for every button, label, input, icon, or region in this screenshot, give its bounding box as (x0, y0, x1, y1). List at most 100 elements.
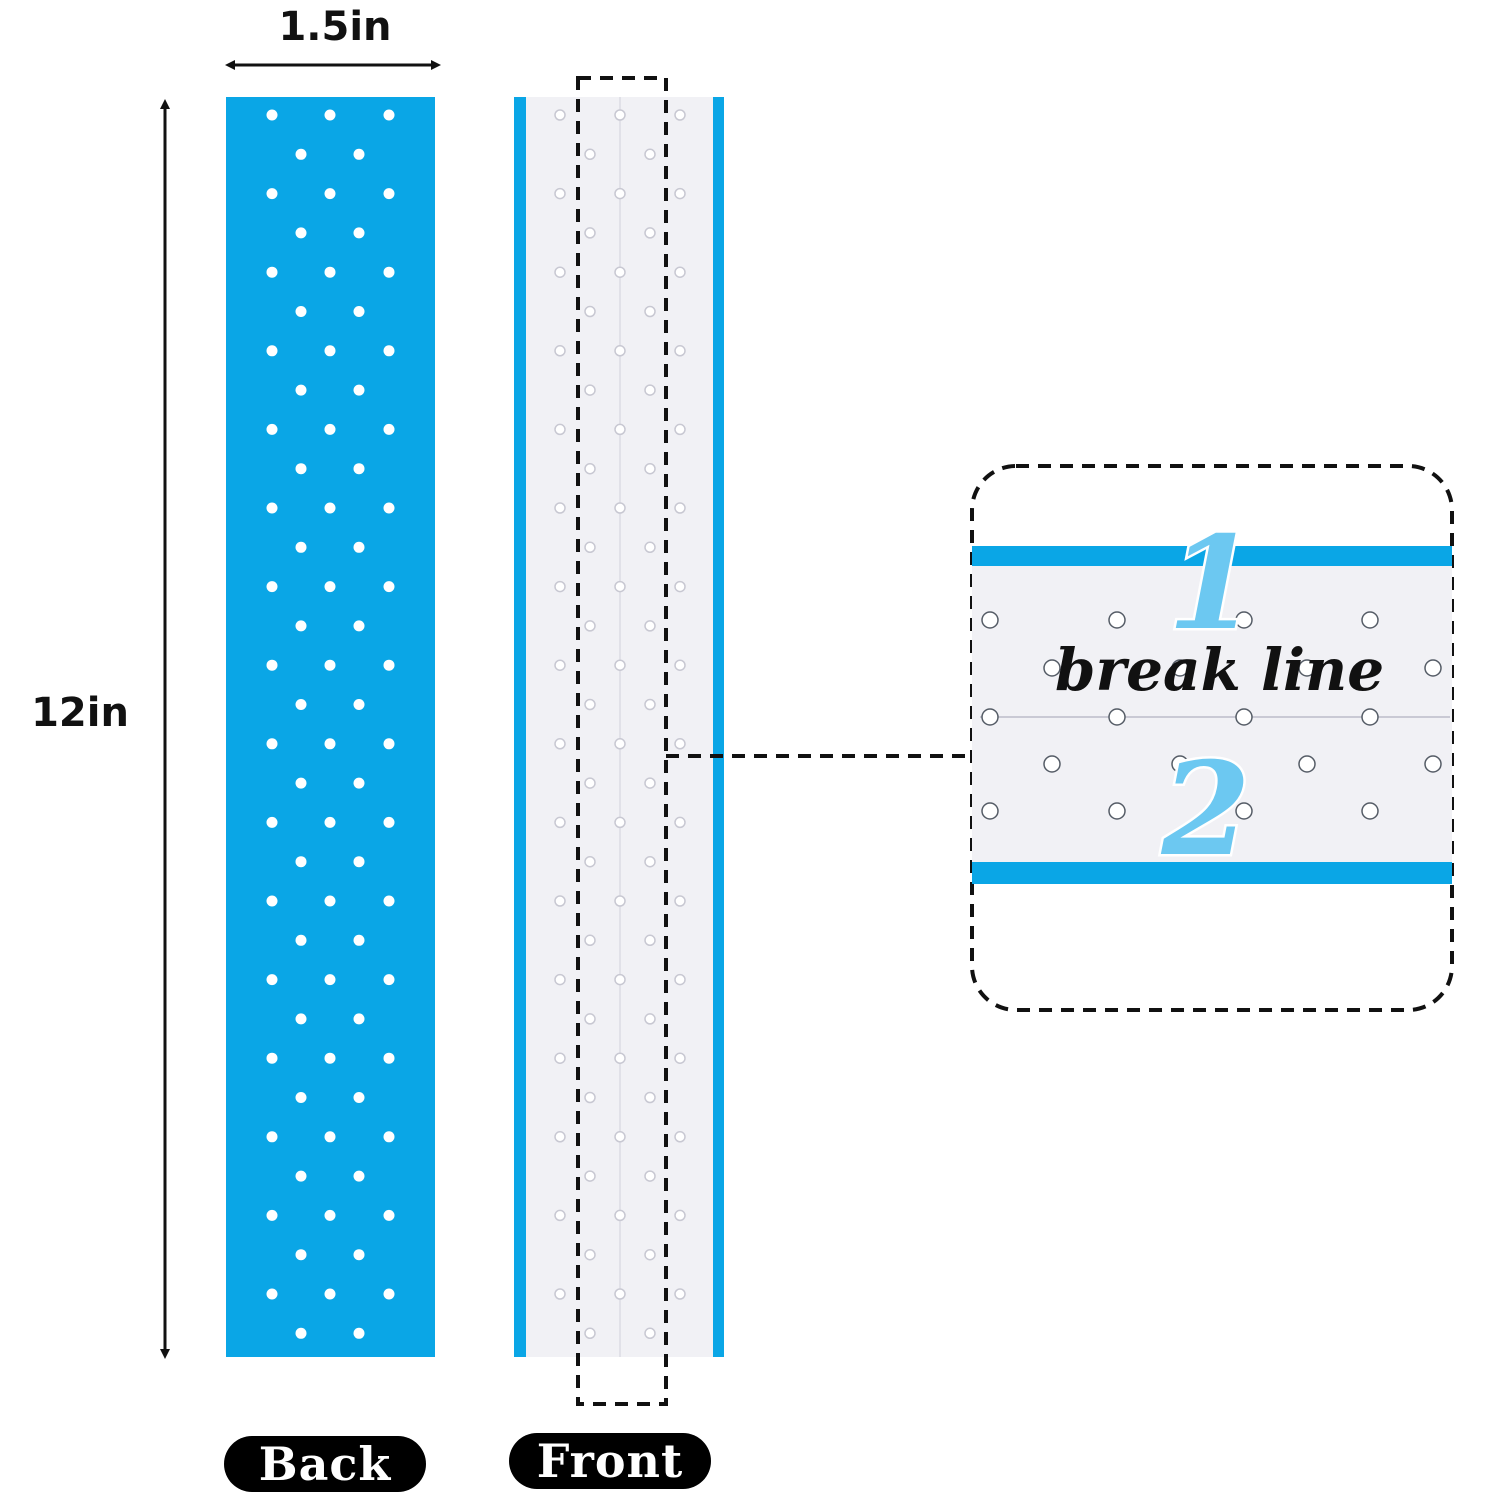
perforation-hole (614, 502, 626, 514)
perforation-hole (584, 384, 596, 396)
perforation-hole (584, 1327, 596, 1340)
perforation-hole (644, 148, 656, 161)
perforation-hole (295, 1170, 307, 1182)
perforation-hole (674, 187, 686, 200)
perforation-hole (554, 659, 566, 671)
front-label: Front (509, 1433, 711, 1489)
perforation-hole (674, 1131, 686, 1143)
perforation-hole (674, 423, 686, 436)
perforation-hole (383, 1131, 395, 1143)
perforation-hole (584, 1013, 596, 1025)
perforation-hole (1298, 755, 1316, 773)
perforation-hole (266, 345, 278, 357)
perforation-hole (353, 1327, 365, 1339)
perforation-hole (266, 974, 278, 986)
perforation-hole (1361, 708, 1379, 726)
perforation-hole (644, 1248, 656, 1261)
back-label: Back (224, 1436, 426, 1492)
perforation-hole (295, 541, 307, 553)
perforation-hole (584, 1170, 596, 1182)
perforation-hole (266, 659, 278, 671)
perforation-hole (554, 1209, 566, 1222)
perforation-hole (614, 187, 626, 200)
perforation-hole (324, 1131, 336, 1143)
width-dimension-label: 1.5in (278, 4, 392, 50)
front-tape-holes (554, 109, 686, 1340)
perforation-hole (383, 974, 395, 986)
perforation-hole (644, 1170, 656, 1182)
perforation-hole (1424, 755, 1442, 773)
perforation-hole (614, 1052, 626, 1064)
perforation-hole (644, 855, 656, 868)
perforation-hole (266, 109, 278, 121)
perforation-hole (981, 611, 999, 629)
perforation-hole (584, 148, 596, 161)
perforation-hole (324, 266, 336, 278)
perforation-hole (266, 1131, 278, 1143)
perforation-hole (584, 227, 596, 239)
perforation-hole (644, 1013, 656, 1025)
perforation-hole (584, 620, 596, 632)
perforation-hole (584, 1248, 596, 1261)
perforation-hole (1043, 659, 1061, 677)
number-one: 1 (1167, 509, 1256, 659)
perforation-hole (324, 659, 336, 671)
perforation-hole (644, 541, 656, 554)
perforation-hole (554, 187, 566, 200)
perforation-hole (674, 895, 686, 907)
number-two: 2 (1160, 735, 1250, 885)
perforation-hole (614, 345, 626, 357)
perforation-hole (324, 502, 336, 514)
perforation-hole (383, 345, 395, 357)
perforation-hole (614, 1209, 626, 1222)
perforation-hole (584, 934, 596, 947)
perforation-hole (584, 305, 596, 318)
perforation-hole (324, 1288, 336, 1300)
perforation-hole (674, 816, 686, 829)
perforation-hole (295, 777, 307, 789)
perforation-hole (353, 306, 365, 317)
perforation-hole (266, 738, 278, 750)
perforation-hole (554, 423, 566, 436)
perforation-hole (353, 384, 365, 396)
perforation-hole (674, 109, 686, 121)
perforation-hole (295, 856, 307, 868)
perforation-hole (266, 581, 278, 593)
perforation-hole (295, 306, 307, 317)
perforation-hole (353, 148, 365, 160)
perforation-hole (614, 895, 626, 907)
perforation-hole (674, 580, 686, 593)
perforation-hole (383, 423, 395, 435)
perforation-hole (353, 541, 365, 553)
perforation-hole (554, 816, 566, 829)
perforation-hole (554, 266, 566, 278)
perforation-hole (614, 580, 626, 593)
perforation-hole (324, 1209, 336, 1221)
perforation-hole (644, 384, 656, 396)
perforation-hole (614, 659, 626, 671)
back-tape-strip (226, 97, 435, 1357)
perforation-hole (1361, 611, 1379, 629)
perforation-hole (266, 816, 278, 828)
perforation-hole (295, 699, 307, 710)
perforation-hole (614, 423, 626, 436)
perforation-hole (383, 109, 395, 121)
perforation-hole (614, 1288, 626, 1300)
perforation-hole (554, 345, 566, 357)
perforation-hole (554, 1052, 566, 1064)
perforation-hole (353, 699, 365, 710)
perforation-hole (353, 620, 365, 632)
perforation-hole (295, 620, 307, 632)
perforation-hole (295, 1327, 307, 1339)
perforation-hole (1043, 755, 1061, 773)
perforation-hole (614, 738, 626, 750)
perforation-hole (324, 816, 336, 828)
perforation-hole (1108, 611, 1126, 629)
perforation-hole (324, 738, 336, 750)
perforation-hole (295, 227, 307, 239)
perforation-hole (383, 1209, 395, 1221)
perforation-hole (383, 1288, 395, 1300)
height-dimension-label: 12in (31, 690, 129, 736)
